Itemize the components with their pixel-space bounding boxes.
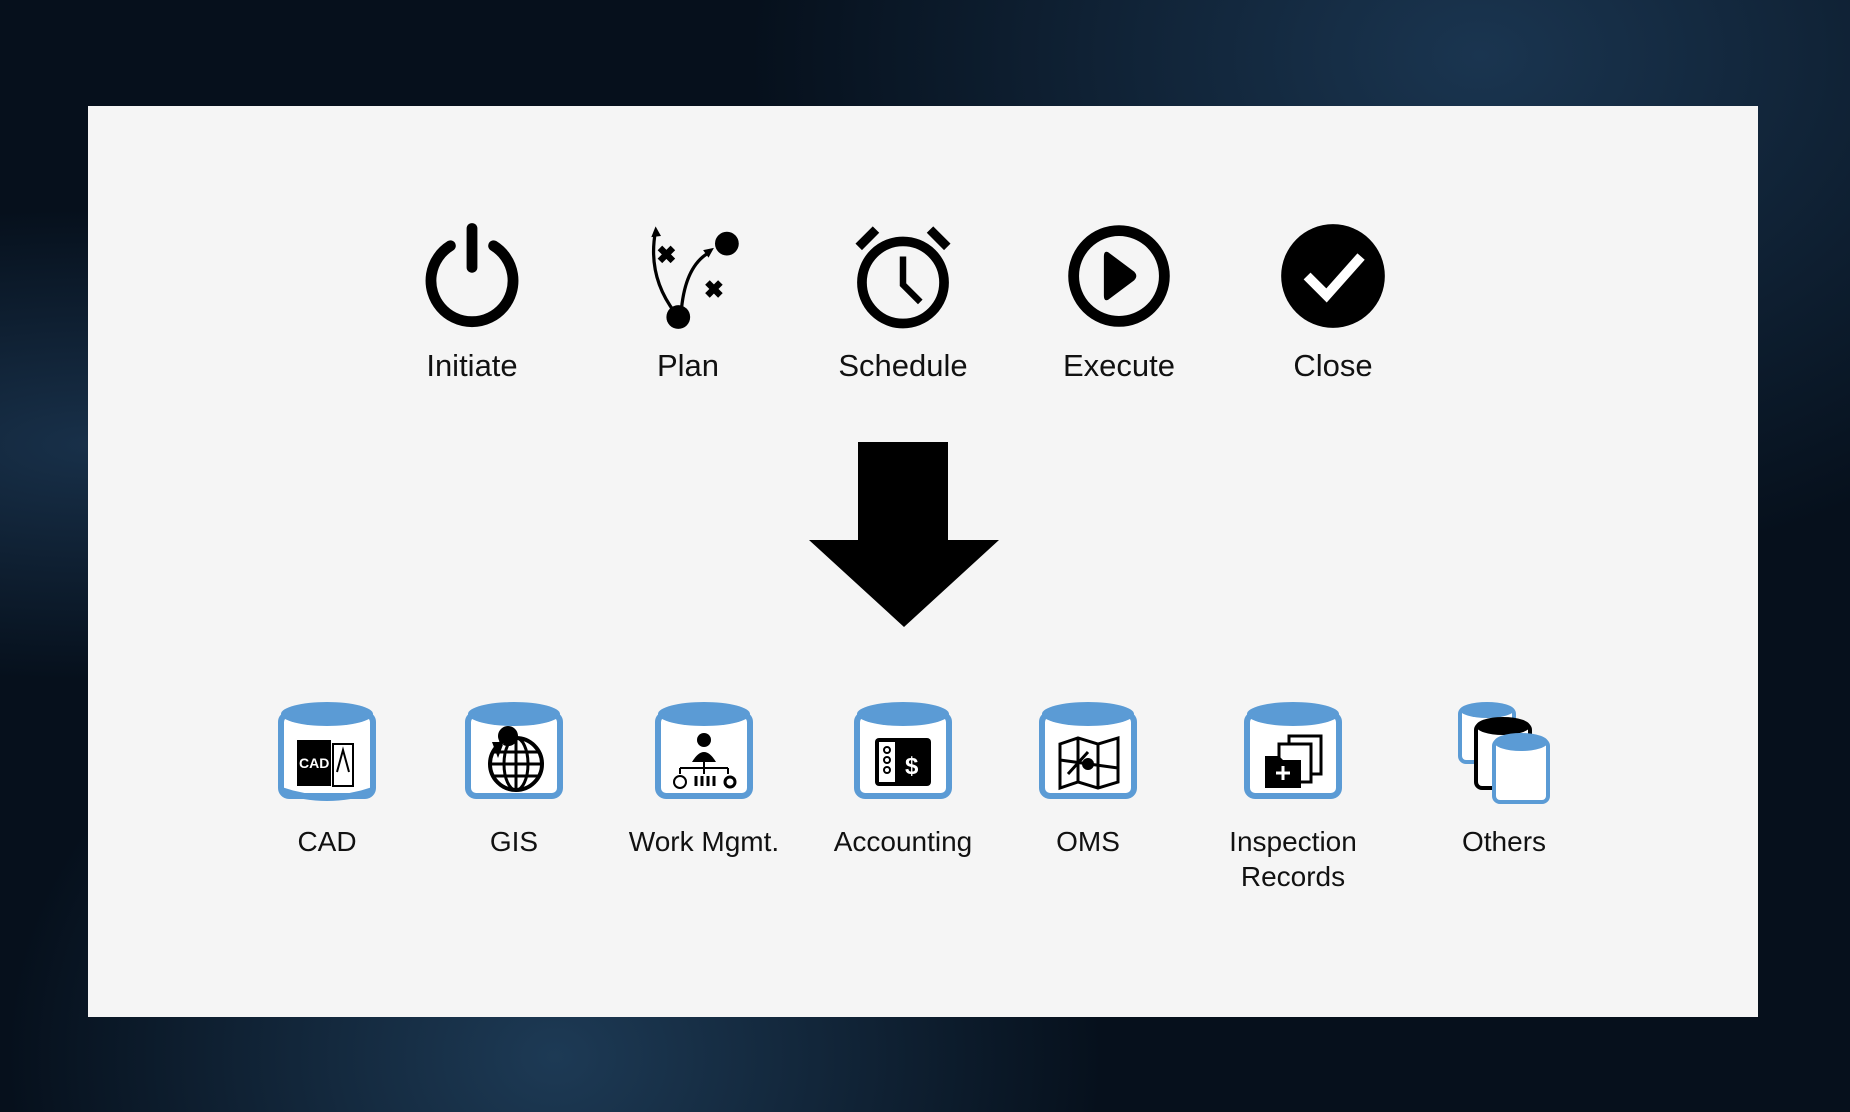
step-execute: Execute [1019, 222, 1219, 384]
system-label: OMS [1056, 826, 1120, 857]
power-icon [425, 223, 519, 328]
svg-text:CAD: CAD [299, 755, 329, 771]
system-label: Accounting [833, 826, 973, 857]
step-close: Close [1233, 222, 1433, 384]
oms-map-database-icon [1039, 702, 1137, 799]
alarm-clock-icon [855, 226, 951, 329]
accounting-database-icon: $ [854, 702, 952, 799]
system-label: Others [1461, 826, 1547, 857]
check-circle-icon [1281, 224, 1385, 328]
system-oms: OMS [988, 700, 1188, 859]
system-others: Others [1404, 700, 1604, 859]
system-label: GIS [489, 826, 539, 857]
system-label: CAD [297, 826, 357, 857]
system-accounting: $ Accounting [803, 700, 1003, 859]
system-inspection-records: Inspection Records [1193, 700, 1393, 894]
system-label: Inspection Records [1229, 826, 1357, 892]
strategy-icon [651, 226, 739, 329]
svg-text:$: $ [905, 753, 919, 780]
step-label: Initiate [426, 348, 518, 383]
gis-database-icon [465, 702, 563, 799]
multiple-databases-icon [1458, 702, 1550, 804]
cad-database-icon: CAD [278, 702, 376, 801]
down-arrow-icon [809, 442, 999, 627]
inspection-records-database-icon [1244, 702, 1342, 799]
system-cad: CAD CAD [227, 700, 427, 859]
step-label: Schedule [838, 348, 968, 383]
step-plan: Plan [588, 222, 788, 384]
step-label: Close [1293, 348, 1373, 383]
step-initiate: Initiate [372, 222, 572, 384]
step-label: Plan [656, 348, 720, 383]
system-work-mgmt: Work Mgmt. [604, 700, 804, 859]
step-label: Execute [1062, 348, 1175, 383]
step-schedule: Schedule [803, 222, 1003, 384]
work-management-database-icon [655, 702, 753, 799]
system-label: Work Mgmt. [628, 826, 780, 857]
system-gis: GIS [414, 700, 614, 859]
play-icon [1068, 225, 1170, 327]
